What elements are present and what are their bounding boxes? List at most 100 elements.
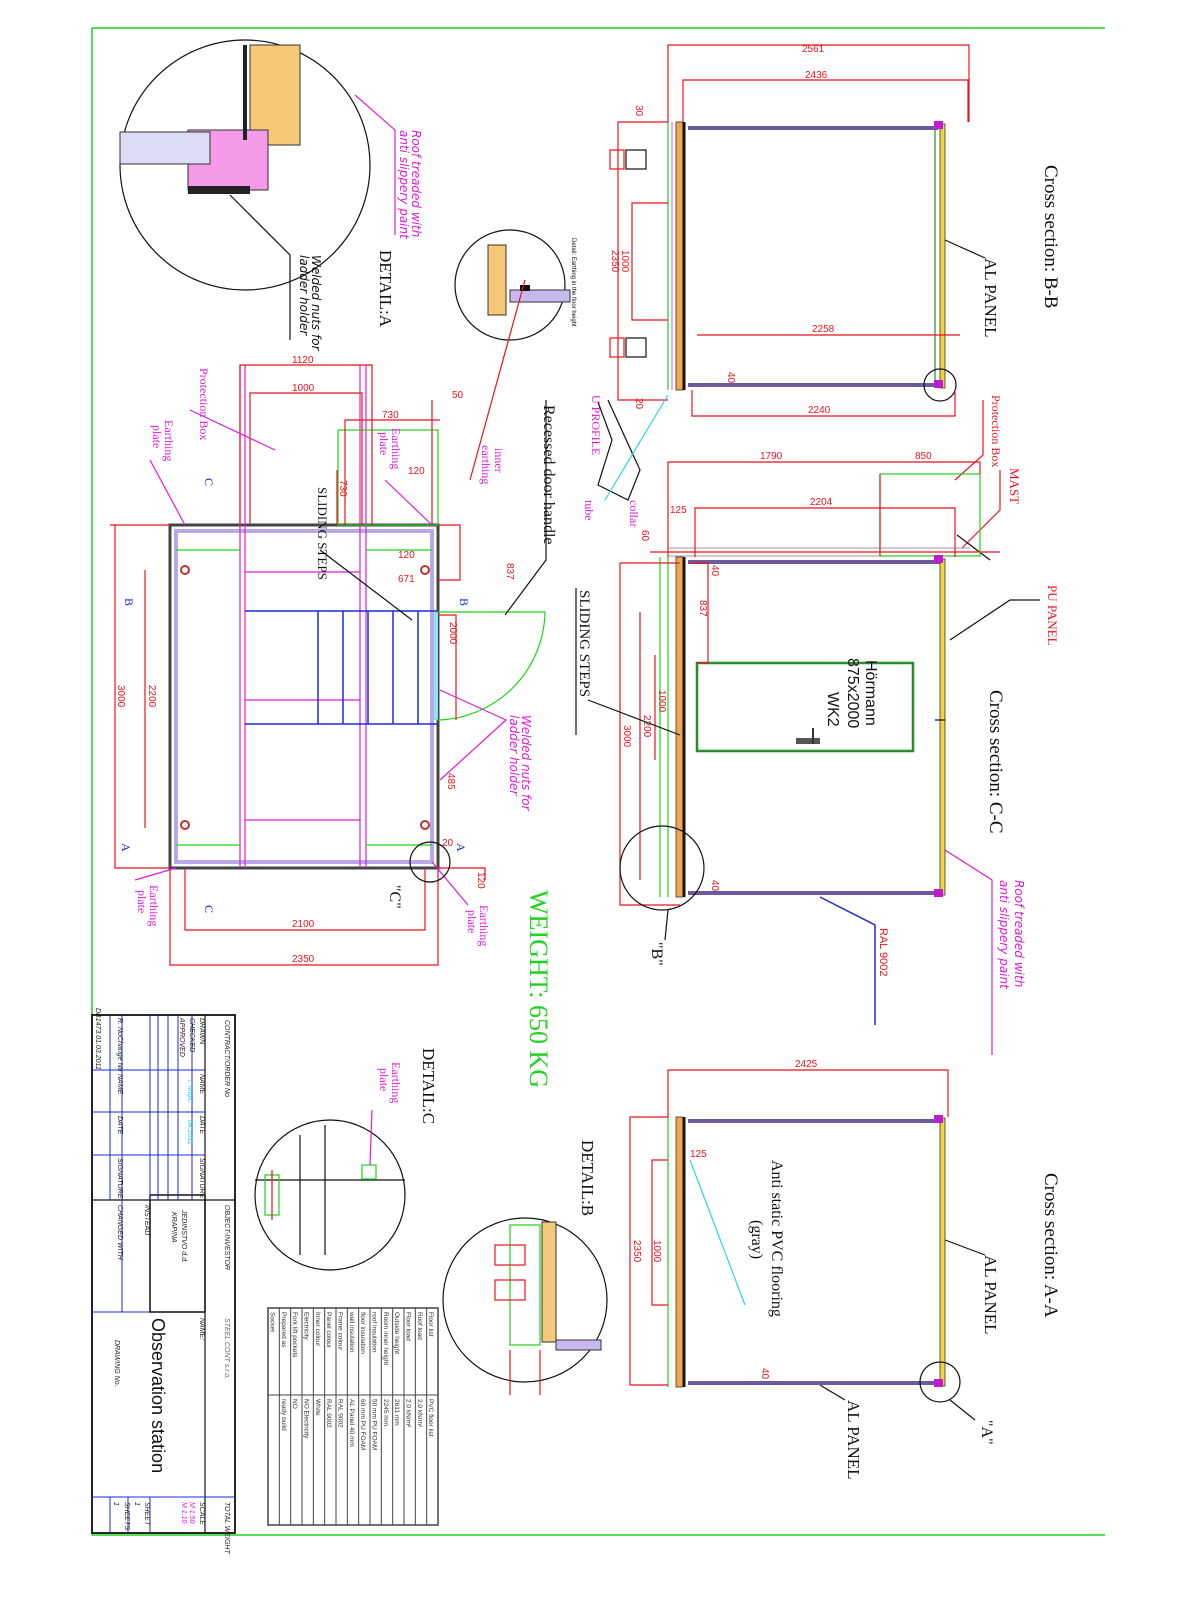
scale-value-2: M 1:10 bbox=[180, 1502, 187, 1524]
object-investor-label: OBJECT-INVESTOR bbox=[223, 1205, 230, 1270]
earthing-plate-bl-1: Earthing bbox=[147, 885, 161, 926]
detail-c-callout-circle bbox=[409, 841, 451, 883]
spec-row-value: White bbox=[314, 1399, 321, 1416]
spec-row-value: 2.0 kN/m² bbox=[405, 1399, 412, 1428]
pvc-flooring-line-1: Anti static PVC flooring bbox=[768, 1160, 785, 1317]
mast-label: MAST bbox=[1007, 468, 1022, 504]
section-marker-a-bottom: A bbox=[119, 843, 133, 852]
col-date-label: DATE bbox=[198, 1116, 205, 1134]
dim-cc-40-top: 40 bbox=[709, 565, 720, 577]
sheets-label: SHEETS bbox=[123, 1502, 130, 1530]
dim-cc-1000: 1000 bbox=[656, 690, 667, 713]
spec-row-label: Frame colour bbox=[337, 1312, 344, 1351]
spec-row-label: Outside height bbox=[393, 1312, 400, 1354]
spec-row-value: ready build bbox=[280, 1399, 287, 1431]
spec-row-label: Floor list bbox=[427, 1312, 434, 1337]
dim-bb-2258: 2258 bbox=[812, 324, 835, 335]
spec-row-value: NO Electricity bbox=[303, 1399, 310, 1439]
client-city: KRAPINA bbox=[170, 1212, 177, 1243]
change-no-label: Change No bbox=[116, 1036, 123, 1072]
dim-plan-1120: 1120 bbox=[292, 355, 314, 366]
sheets-value: 1 bbox=[112, 1502, 119, 1506]
dim-plan-730-a: 730 bbox=[382, 410, 399, 421]
al-panel-label-aa-top: AL PANEL bbox=[981, 1255, 1000, 1335]
rev-no-label: R. No bbox=[116, 1018, 123, 1036]
spec-row-value: RAL 9002 bbox=[337, 1399, 344, 1428]
col-name-label: NAME bbox=[198, 1074, 205, 1095]
total-weight-label: TOTAL WEIGHT bbox=[223, 1502, 230, 1554]
dim-aa-125: 125 bbox=[690, 1149, 707, 1160]
dim-cc-850: 850 bbox=[915, 451, 932, 462]
callout-b-label: "B" bbox=[648, 942, 665, 966]
detail-b-title: DETAIL:B bbox=[578, 1140, 597, 1216]
scale-value-1: M 1:50 bbox=[188, 1502, 195, 1524]
earthing-plate-detail-c-2: plate bbox=[377, 1068, 391, 1091]
spec-row-value: RAL 9002 bbox=[325, 1399, 332, 1428]
recessed-door-handle-label: Recessed door handle bbox=[540, 405, 557, 545]
dim-cc-3000: 3000 bbox=[621, 725, 632, 748]
cross-section-bb: Cross section: B-B AL PANEL 2561 2436 22… bbox=[582, 44, 1061, 527]
spec-row-value: 2.0 kN/m² bbox=[416, 1399, 423, 1428]
roof-paint-cc-2: anti slippery paint bbox=[997, 880, 1011, 990]
spec-row-label: Fork lift pockets bbox=[291, 1312, 298, 1358]
changed-with-label: CHANGED WITH bbox=[116, 1205, 123, 1261]
section-marker-b-bottom: B bbox=[122, 598, 136, 606]
spec-row-value: 2611 mm bbox=[393, 1399, 400, 1426]
protection-box-label-cc: Protection Box bbox=[989, 395, 1003, 467]
spec-row-label: Floor load bbox=[405, 1312, 412, 1341]
drawing-code: DB1473.01.03.2011 bbox=[94, 1008, 101, 1070]
contract-order-label: CONTRACT/ORDER No bbox=[223, 1020, 230, 1097]
dim-bb-1000: 1000 bbox=[619, 250, 630, 273]
dim-plan-20: 20 bbox=[442, 838, 454, 849]
spec-row-label: Roof load bbox=[416, 1312, 423, 1340]
inner-earthing-1: inner bbox=[492, 448, 506, 473]
dim-plan-837: 837 bbox=[504, 563, 515, 580]
dim-cc-40-bottom: 40 bbox=[709, 880, 720, 892]
section-marker-c-left: C bbox=[202, 478, 216, 486]
callout-c-label: "C" bbox=[386, 885, 403, 909]
hormann-line-1: Hörmann bbox=[862, 660, 879, 726]
welded-nuts-plan-2: ladder holder bbox=[507, 715, 521, 796]
dim-aa-2350: 2350 bbox=[631, 1240, 642, 1263]
dim-plan-1000: 1000 bbox=[292, 383, 315, 394]
section-marker-b-top: B bbox=[457, 598, 471, 606]
detail-a-title: DETAIL:A bbox=[376, 250, 395, 328]
drawing-title: Observation station bbox=[148, 1318, 168, 1473]
collar-label: collar bbox=[627, 500, 641, 527]
dim-plan-671: 671 bbox=[398, 574, 415, 585]
detail-c: DETAIL:C Earthing plate bbox=[254, 1048, 438, 1271]
earthing-plate-tl-1: Earthing bbox=[162, 420, 176, 461]
spec-row-label: roof insulation bbox=[371, 1312, 378, 1353]
earthing-plate-br-1: Earthing bbox=[477, 905, 491, 946]
dim-aa-1000: 1000 bbox=[651, 1240, 662, 1263]
section-title-cc: Cross section: C-C bbox=[985, 690, 1006, 834]
dim-cc-2204: 2204 bbox=[810, 497, 833, 508]
detail-b-callout-circle bbox=[619, 825, 705, 911]
section-title-aa: Cross section: A-A bbox=[1040, 1173, 1061, 1318]
spec-row-label: Room inner height bbox=[382, 1312, 389, 1365]
dim-plan-3000: 3000 bbox=[115, 685, 126, 708]
spec-row-label: Electricity bbox=[303, 1312, 310, 1341]
detail-a-callout-circle-aa bbox=[919, 1361, 961, 1403]
change-name-label: NAME bbox=[116, 1074, 123, 1095]
earthing-plate-tl-2: plate bbox=[150, 425, 164, 448]
drawn-date: 04.2011 bbox=[186, 1120, 193, 1145]
title-block: DB1473.01.03.2011 CONTRACT/ORDER No OBJE… bbox=[91, 1008, 236, 1554]
ladder-detail: U PROFILE tube collar bbox=[582, 394, 669, 527]
dim-bb-30: 30 bbox=[633, 105, 644, 117]
tube-label: tube bbox=[582, 500, 596, 521]
hormann-door bbox=[695, 661, 915, 753]
earthing-plate-bl-2: plate bbox=[135, 890, 149, 913]
detail-earthing-caption: Detail: Earthing in the floor height bbox=[570, 238, 576, 327]
section-marker-a-top: A bbox=[454, 843, 468, 852]
section-title-bb: Cross section: B-B bbox=[1040, 165, 1061, 309]
detail-b: DETAIL:B bbox=[442, 1140, 608, 1395]
inner-earthing-2: earthing bbox=[479, 445, 493, 484]
change-date-label: DATE bbox=[116, 1116, 123, 1134]
hormann-line-3: WK2 bbox=[824, 692, 841, 727]
sheet-label: SHEET bbox=[143, 1502, 150, 1526]
pvc-flooring-line-2: (gray) bbox=[748, 1220, 765, 1259]
spec-row-value: NO bbox=[291, 1399, 298, 1409]
